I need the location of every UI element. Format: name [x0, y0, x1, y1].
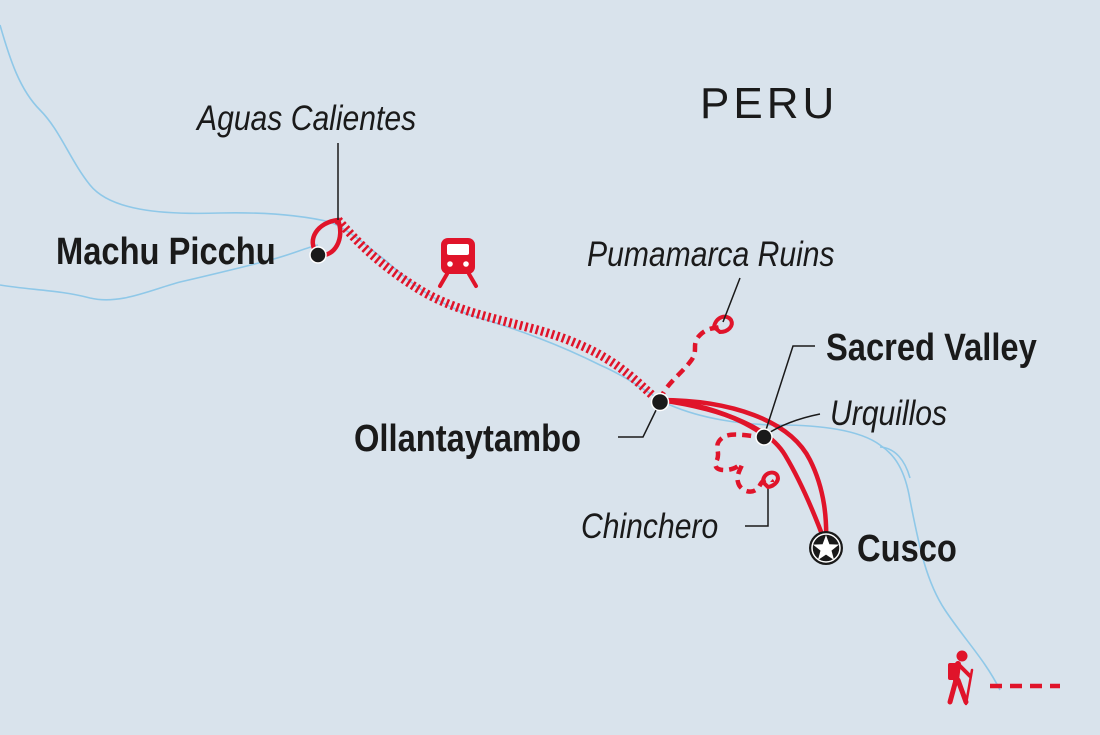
leader-pumamarca: [722, 277, 741, 323]
route-train: [334, 217, 663, 406]
machu-picchu-point: [309, 246, 327, 264]
river-branch: [0, 244, 319, 301]
urquillos-point: [755, 428, 773, 446]
rivers: [0, 24, 1001, 691]
route-road-1: [659, 397, 829, 546]
route-hike-chinchero: [713, 432, 775, 494]
label-urquillos: Urquillos: [830, 394, 948, 433]
label-machu-picchu: Machu Picchu: [56, 231, 276, 273]
label-aguas-calientes: Aguas Calientes: [197, 99, 417, 138]
chinchero-marker: [760, 470, 780, 490]
country-label: PERU: [700, 79, 839, 128]
label-sacred-valley: Sacred Valley: [826, 327, 1037, 369]
ollantaytambo-point: [650, 392, 670, 412]
hiker-icon: [947, 650, 974, 706]
train-icon: [438, 238, 478, 288]
label-cusco: Cusco: [857, 528, 957, 570]
leader-chinchero: [745, 489, 769, 527]
route-hike-pumamarca: [657, 323, 725, 401]
label-pumamarca-ruins: Pumamarca Ruins: [587, 235, 835, 274]
leader-ollantaytambo: [618, 401, 661, 438]
river-tributary: [879, 446, 911, 479]
leader-lines: [337, 143, 821, 527]
pumamarca-marker: [711, 314, 734, 335]
label-ollantaytambo: Ollantaytambo: [354, 418, 581, 460]
leader-sacred-valley: [763, 345, 815, 437]
star-icon: [809, 531, 843, 565]
river-main: [0, 24, 1001, 691]
label-chinchero: Chinchero: [581, 507, 719, 546]
